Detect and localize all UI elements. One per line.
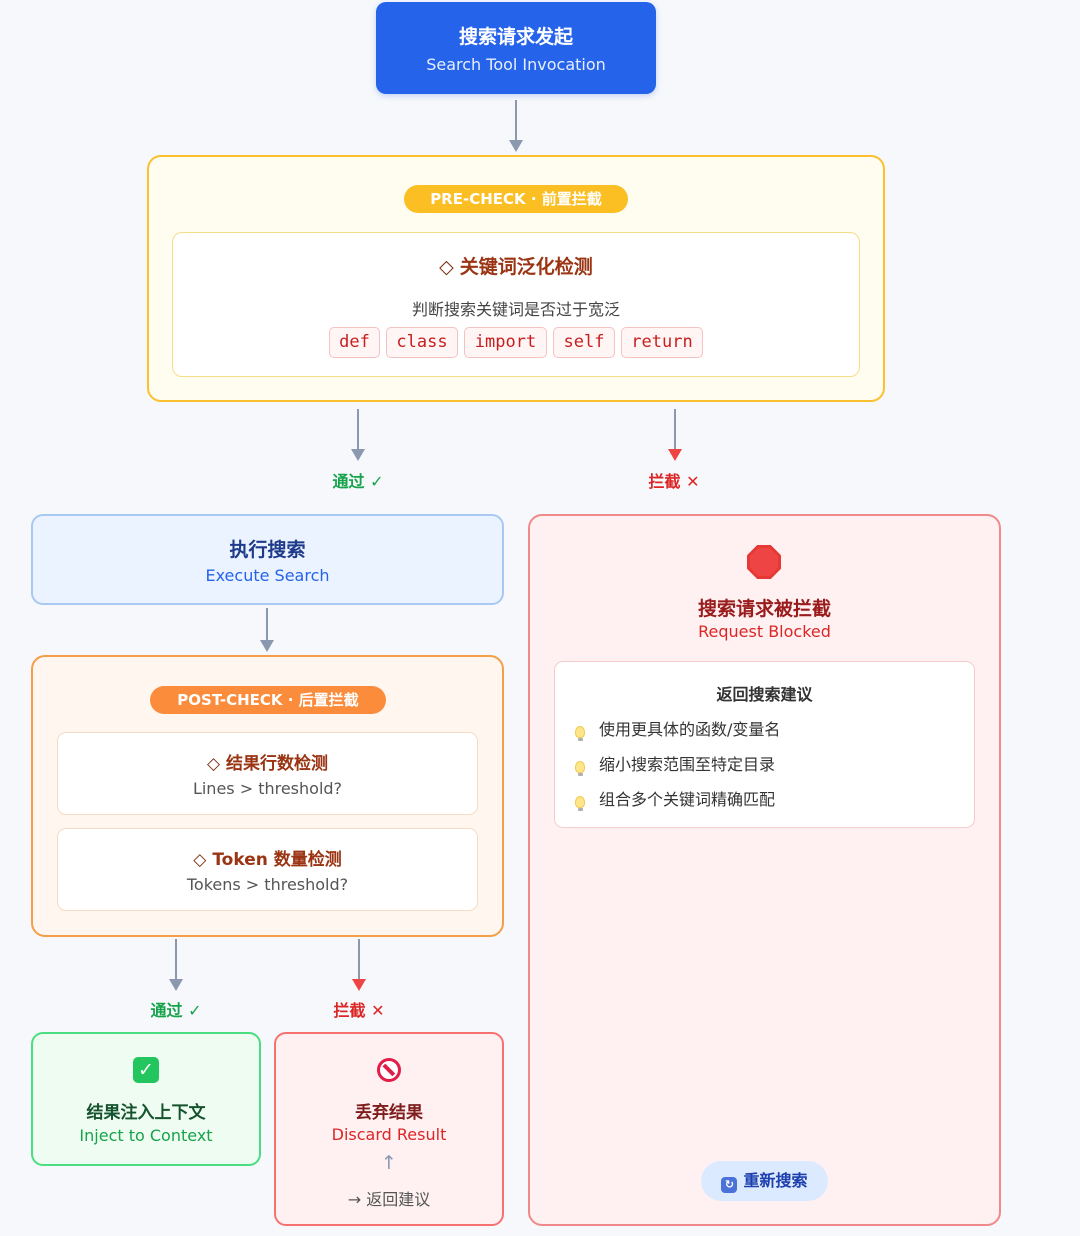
postcheck-card-tokens (57, 828, 478, 911)
discard-note: → 返回建议 (347, 1190, 431, 1209)
execute-search-node (31, 514, 504, 605)
keyword-tag: return (621, 327, 703, 358)
suggestions-title: 返回搜索建议 (716, 685, 813, 704)
postcheck-card-lines (57, 732, 478, 815)
inject-context-node (31, 1032, 261, 1166)
keyword-tag: import (464, 327, 547, 358)
refresh-icon: ↻ (721, 1177, 738, 1193)
arrowhead (169, 979, 183, 991)
diamond-icon: ◇ (206, 754, 221, 774)
arrow-postcheck-pass (175, 939, 177, 981)
keyword-tag: def (329, 327, 380, 358)
suggestions-card (554, 661, 975, 828)
suggestion-item: 使用更具体的函数/变量名 (575, 716, 781, 741)
arrow-postcheck-block (358, 939, 360, 981)
keyword-tag: self (553, 327, 615, 358)
arrowhead-red (668, 449, 682, 461)
start-title-en: Search Tool Invocation (426, 55, 606, 74)
postcheck-block-label: 拦截 ✕ (333, 1001, 385, 1020)
discard-title-en: Discard Result (331, 1125, 447, 1144)
postcheck-lines-condition: Lines > threshold? (192, 779, 343, 798)
execute-title-zh: 执行搜索 (229, 539, 306, 561)
arrow-precheck-pass (357, 409, 359, 451)
precheck-description: 判断搜索关键词是否过于宽泛 (411, 300, 620, 319)
precheck-pass-label: 通过 ✓ (332, 472, 384, 491)
keyword-tag: class (386, 327, 458, 358)
suggestion-text: 使用更具体的函数/变量名 (599, 720, 781, 739)
stop-sign-icon (747, 545, 781, 579)
arrow-up-icon: ↑ (381, 1152, 397, 1174)
lightbulb-icon (575, 761, 585, 776)
inject-title-zh: 结果注入上下文 (86, 1103, 206, 1123)
suggestion-text: 缩小搜索范围至特定目录 (599, 755, 776, 774)
postcheck-pass-label: 通过 ✓ (150, 1001, 202, 1020)
postcheck-lines-title-text: 结果行数检测 (226, 754, 329, 774)
diamond-icon: ◇ (193, 850, 207, 870)
postcheck-badge: POST-CHECK · 后置拦截 (150, 686, 386, 714)
suggestion-item: 组合多个关键词精确匹配 (575, 786, 776, 811)
postcheck-tokens-title-text: Token 数量检测 (212, 850, 342, 870)
arrow-start-to-precheck (515, 100, 517, 142)
postcheck-tokens-title: ◇Token 数量检测 (57, 845, 478, 870)
start-node: 搜索请求发起 Search Tool Invocation (376, 2, 656, 94)
precheck-badge: PRE-CHECK · 前置拦截 (404, 185, 628, 213)
postcheck-lines-title: ◇结果行数检测 (57, 749, 478, 774)
suggestion-text: 组合多个关键词精确匹配 (599, 790, 776, 809)
precheck-block-label: 拦截 ✕ (648, 472, 700, 491)
check-mark-icon: ✓ (133, 1057, 159, 1083)
arrow-execute-to-postcheck (266, 608, 268, 642)
retry-label: 重新搜索 (743, 1171, 808, 1190)
request-blocked-node (528, 514, 1001, 1226)
arrowhead (260, 640, 274, 652)
postcheck-tokens-condition: Tokens > threshold? (186, 875, 349, 894)
arrowhead-red (352, 979, 366, 991)
retry-search-button[interactable]: ↻ 重新搜索 (701, 1161, 828, 1201)
no-entry-icon (377, 1058, 401, 1082)
arrowhead (351, 449, 365, 461)
discard-title-zh: 丢弃结果 (355, 1103, 423, 1123)
arrowhead (509, 140, 523, 152)
precheck-title-text: 关键词泛化检测 (459, 256, 593, 278)
lightbulb-icon (575, 796, 585, 811)
lightbulb-icon (575, 726, 585, 741)
precheck-title: ◇关键词泛化检测 (172, 252, 860, 279)
blocked-title-zh: 搜索请求被拦截 (697, 598, 831, 620)
start-title-zh: 搜索请求发起 (458, 26, 573, 48)
diamond-icon: ◇ (439, 256, 454, 278)
suggestion-item: 缩小搜索范围至特定目录 (575, 751, 776, 776)
inject-title-en: Inject to Context (79, 1126, 213, 1145)
blocked-title-en: Request Blocked (698, 622, 831, 641)
execute-title-en: Execute Search (205, 566, 330, 585)
arrow-precheck-block (674, 409, 676, 451)
